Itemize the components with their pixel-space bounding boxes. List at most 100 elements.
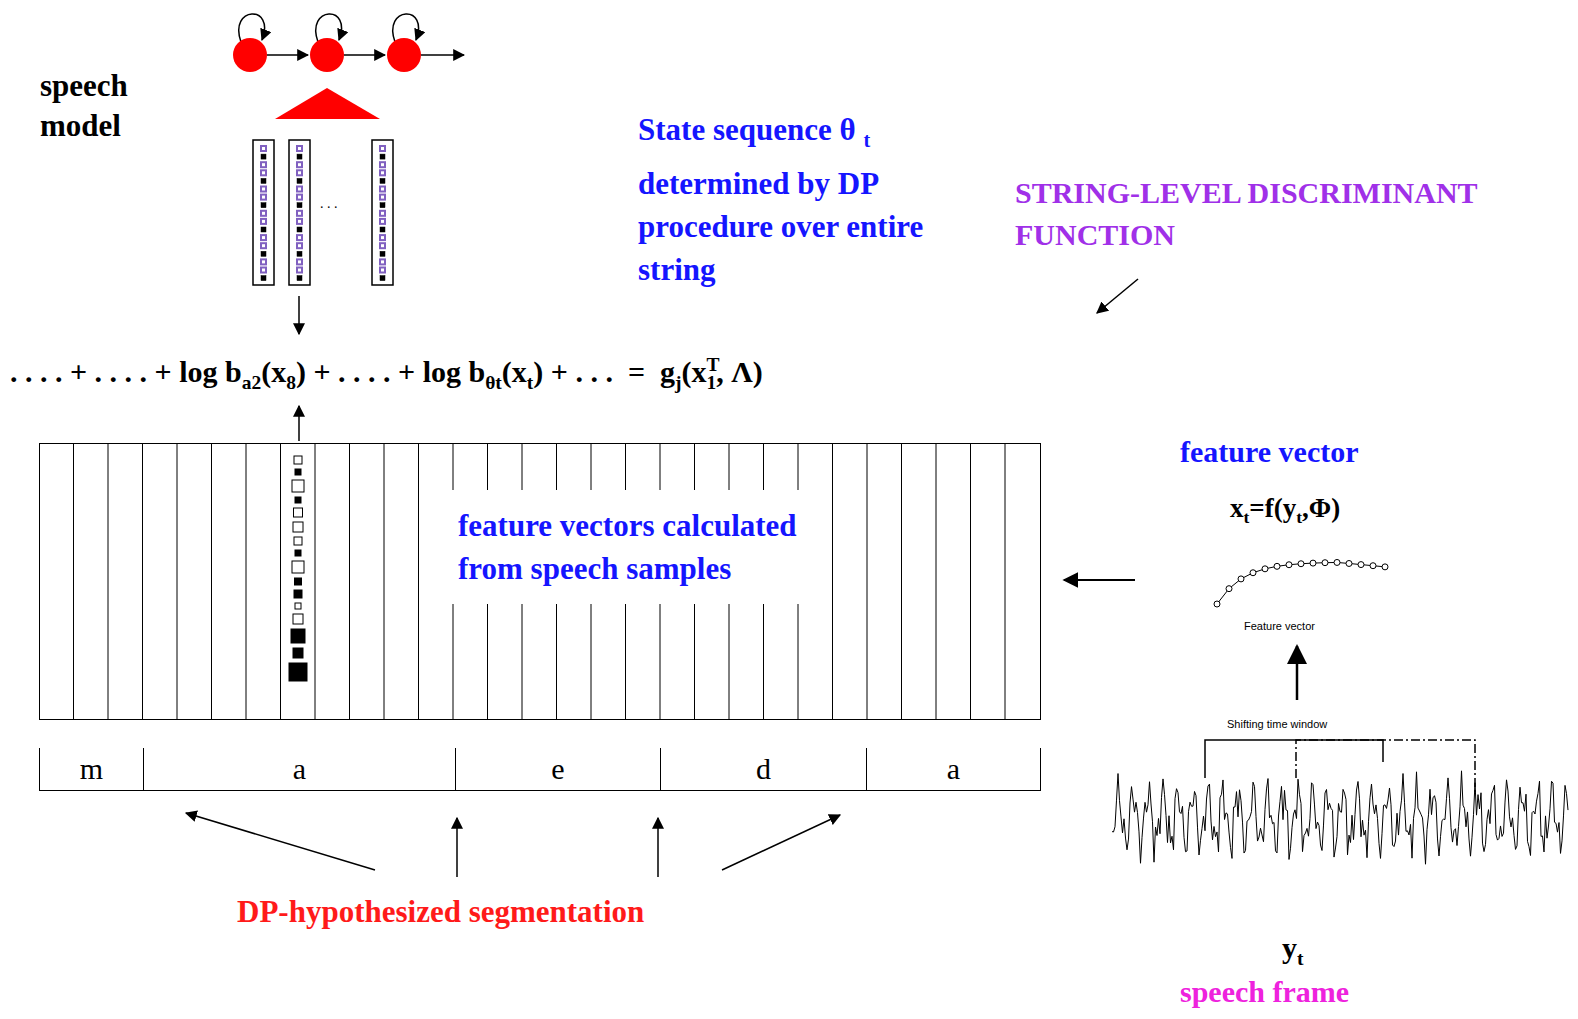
label-text: determined by DP procedure over entire s… — [638, 166, 923, 287]
vector-cell — [261, 178, 266, 183]
vector-cell — [297, 187, 302, 192]
vector-cell — [297, 170, 302, 175]
stripe — [246, 443, 247, 719]
plot-point — [1346, 560, 1352, 566]
segment-cell: a — [866, 748, 1041, 791]
vector-cell — [294, 537, 302, 545]
vector-cell — [380, 146, 385, 151]
vector-cell — [295, 497, 301, 503]
plot-point — [1298, 561, 1304, 567]
vector-cell — [289, 663, 307, 681]
label-text: ,Φ) — [1302, 493, 1340, 523]
label-text: ) + . . . = g — [533, 355, 675, 388]
vector-cell — [380, 154, 385, 159]
feature-column — [289, 456, 307, 681]
vector-cell — [294, 456, 302, 464]
stripe — [280, 443, 281, 719]
node-text: a — [947, 752, 960, 786]
vector-cell — [294, 508, 303, 517]
vector-cell — [380, 178, 385, 183]
plot-caption: Feature vector — [1244, 619, 1364, 633]
vector-cell — [380, 195, 385, 200]
label-text: . . . . + . . . . + log b — [10, 355, 242, 388]
frame-label: speech frame — [1180, 972, 1480, 1012]
label-text: ) + . . . . + log b — [296, 355, 485, 388]
speech-waveform — [1112, 771, 1568, 864]
plot-point — [1358, 562, 1364, 568]
script-text: 1 — [707, 372, 717, 393]
label-text: Feature vector — [1244, 620, 1315, 632]
model-label: speech model — [40, 66, 190, 146]
node-text: a — [293, 752, 306, 786]
label-text: STRING-LEVEL DISCRIMINANT FUNCTION — [1015, 176, 1477, 251]
vector-cell — [380, 259, 385, 264]
stripe — [177, 443, 178, 719]
script-text: θt — [485, 372, 502, 393]
stripe — [384, 443, 385, 719]
feature-plot — [1214, 559, 1388, 607]
vector-cell — [297, 211, 302, 216]
vector-cell — [261, 268, 266, 273]
vector-cell — [380, 170, 385, 175]
node-text: feature vectors calculated from speech s… — [422, 490, 804, 604]
plot-point — [1226, 586, 1232, 592]
stripe — [1005, 443, 1006, 719]
frame-symbol: yt — [1282, 928, 1342, 979]
gap — [856, 112, 864, 147]
vector-cell — [297, 243, 302, 248]
label-text: speech model — [40, 68, 128, 143]
vector-cell — [297, 154, 302, 159]
segment-cell: e — [455, 748, 660, 791]
vector-cell — [294, 590, 302, 598]
feature-vector-label: feature vector — [1180, 432, 1480, 472]
vector-cell — [261, 259, 266, 264]
vector-cell — [297, 162, 302, 167]
plot-point — [1382, 564, 1388, 570]
script-text: 8 — [286, 372, 296, 393]
vector-cell — [297, 259, 302, 264]
segmentation-label: DP-hypothesized segmentation — [237, 892, 877, 932]
label-text: y — [1282, 931, 1297, 964]
segment-cell: a — [143, 748, 455, 791]
hmm-states — [233, 38, 421, 72]
time-window — [1205, 740, 1475, 792]
vector-cell — [380, 211, 385, 216]
stripe — [315, 443, 316, 719]
vector-cell — [297, 276, 302, 281]
label-text: DP-hypothesized segmentation — [237, 894, 644, 929]
vector-cell — [261, 162, 266, 167]
vector-cell — [380, 203, 385, 208]
vector-cell — [292, 480, 304, 492]
model-triangle — [275, 88, 380, 119]
vector-cell — [293, 522, 303, 532]
script-text: t — [863, 129, 870, 151]
stripe — [211, 443, 212, 719]
vector-cell — [261, 235, 266, 240]
vector-cell — [380, 235, 385, 240]
stripe — [867, 443, 868, 719]
vector-cell — [380, 227, 385, 232]
script-text: j — [675, 372, 682, 393]
vector-cell — [292, 561, 304, 573]
vector-cell — [291, 629, 305, 643]
vector-cell — [297, 268, 302, 273]
vector-cell — [293, 648, 303, 658]
plot-point — [1322, 560, 1328, 566]
label-text: x — [1230, 493, 1244, 523]
ellipsis: . . . — [320, 196, 360, 212]
stripe — [418, 443, 419, 719]
equation: . . . . + . . . . + log ba2(x8) + . . . … — [10, 345, 1150, 403]
vector-cell — [380, 251, 385, 256]
plot-point — [1250, 570, 1256, 576]
vector-cell — [380, 219, 385, 224]
vector-cell — [261, 146, 266, 151]
vector-cell — [261, 243, 266, 248]
vector-cell — [297, 235, 302, 240]
script-text: t — [1244, 507, 1250, 527]
vector-cell — [380, 162, 385, 167]
stripe — [73, 443, 74, 719]
hmm-model — [239, 14, 464, 55]
stripe — [349, 443, 350, 719]
label-text: , Λ) — [716, 355, 763, 388]
